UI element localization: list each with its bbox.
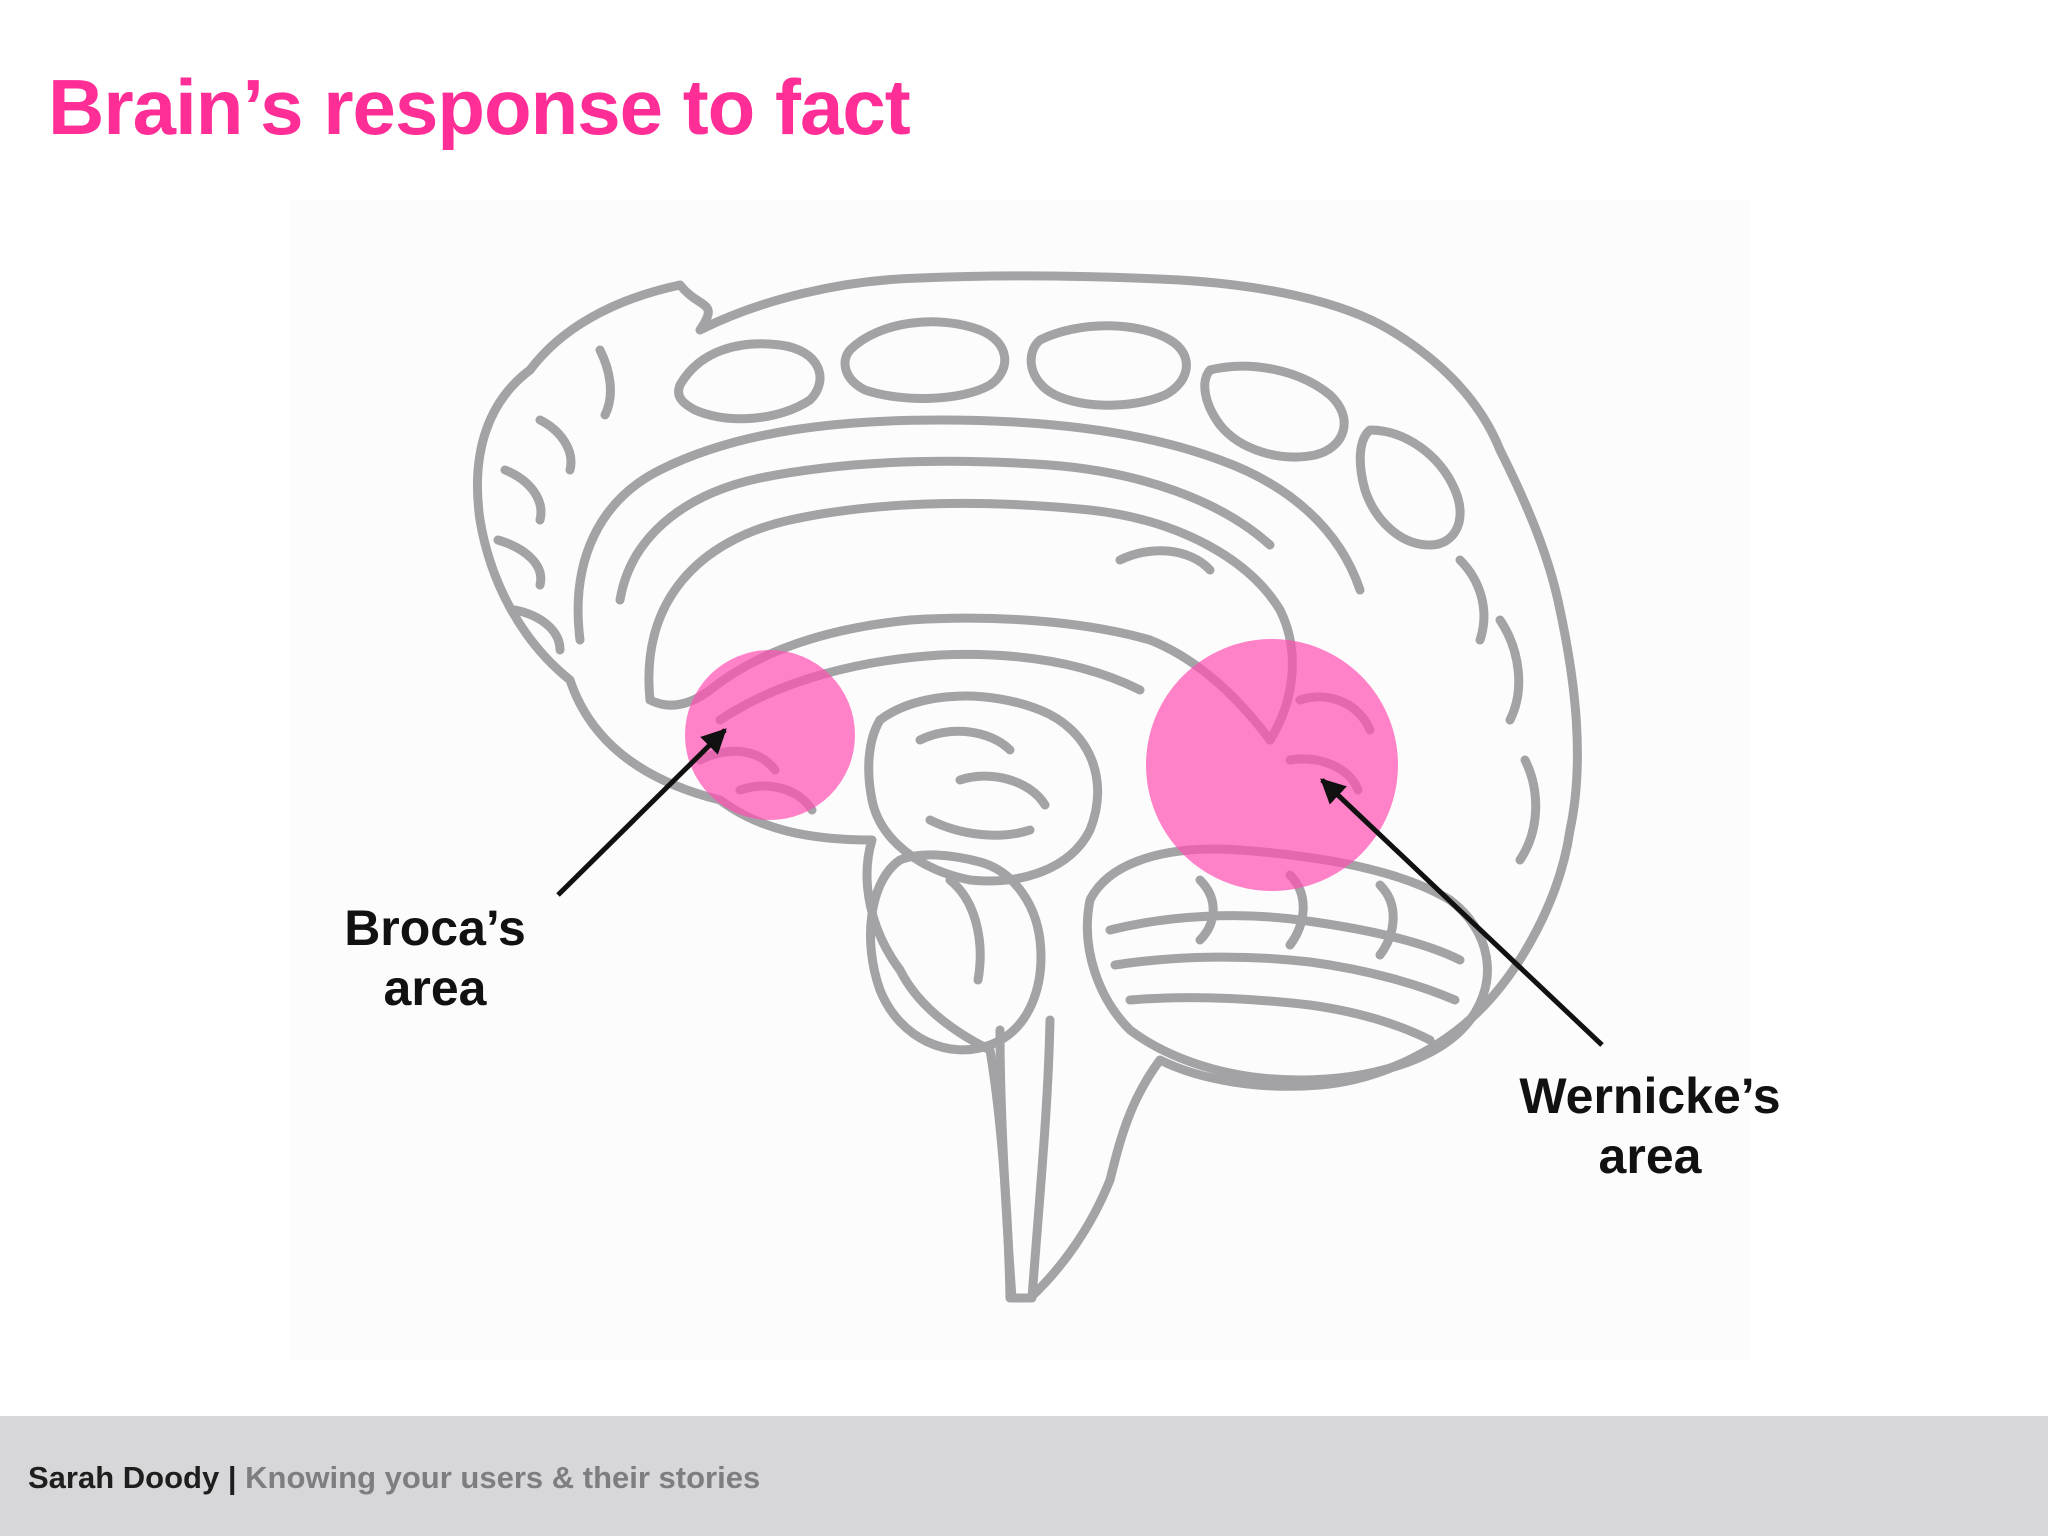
gyrus-top-3 bbox=[1026, 321, 1191, 410]
slide-title: Brain’s response to fact bbox=[48, 63, 911, 151]
broca-area-highlight bbox=[685, 650, 855, 820]
cingulate-sulcus bbox=[615, 456, 1275, 605]
thalamus-detail bbox=[915, 726, 1050, 840]
footer-subtitle: Knowing your users & their stories bbox=[245, 1460, 761, 1495]
broca-area-label-line1: Broca’s bbox=[344, 900, 526, 956]
broca-area-label: Broca’s area bbox=[315, 898, 555, 1018]
wernicke-arrow bbox=[1320, 778, 1604, 1047]
cerebellum-folds bbox=[1105, 870, 1465, 1045]
broca-arrow bbox=[556, 728, 727, 897]
gyrus-top-4 bbox=[1200, 361, 1349, 462]
pons-outline bbox=[866, 850, 1046, 1055]
frontal-folds bbox=[493, 345, 615, 655]
brain-outline bbox=[473, 271, 1582, 1303]
gyrus-top-1 bbox=[674, 339, 825, 424]
highlight-regions bbox=[685, 639, 1398, 891]
gyrus-top-2 bbox=[840, 317, 1010, 403]
callout-arrows bbox=[556, 728, 1604, 1047]
footer-author: Sarah Doody bbox=[28, 1460, 220, 1495]
footer-separator: | bbox=[227, 1460, 237, 1495]
wernicke-area-label: Wernicke’s area bbox=[1490, 1066, 1810, 1186]
pons-inner bbox=[945, 875, 985, 985]
footer-text: Sarah Doody | Knowing your users & their… bbox=[28, 1460, 760, 1496]
brainstem-outline bbox=[995, 1015, 1055, 1303]
wernicke-area-highlight bbox=[1146, 639, 1398, 891]
occipital-folds bbox=[1455, 555, 1541, 865]
broca-area-label-line2: area bbox=[383, 960, 487, 1016]
footer-bar: Sarah Doody | Knowing your users & their… bbox=[0, 1416, 2048, 1536]
cingulate-gyrus bbox=[573, 415, 1365, 645]
thalamus-outline bbox=[864, 691, 1103, 886]
gyrus-top-5 bbox=[1355, 425, 1465, 550]
wernicke-area-label-line2: area bbox=[1598, 1128, 1702, 1184]
wernicke-area-label-line1: Wernicke’s bbox=[1519, 1068, 1781, 1124]
